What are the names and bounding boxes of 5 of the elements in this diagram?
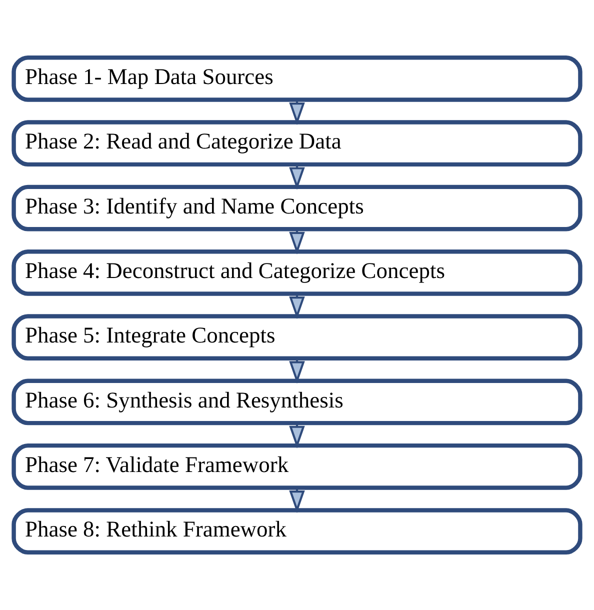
- arrow: [289, 167, 305, 190]
- arrow: [289, 426, 305, 448]
- arrow: [289, 232, 305, 254]
- arrow: [289, 361, 305, 384]
- node-box: Phase 8: Rethink Framework: [12, 508, 582, 554]
